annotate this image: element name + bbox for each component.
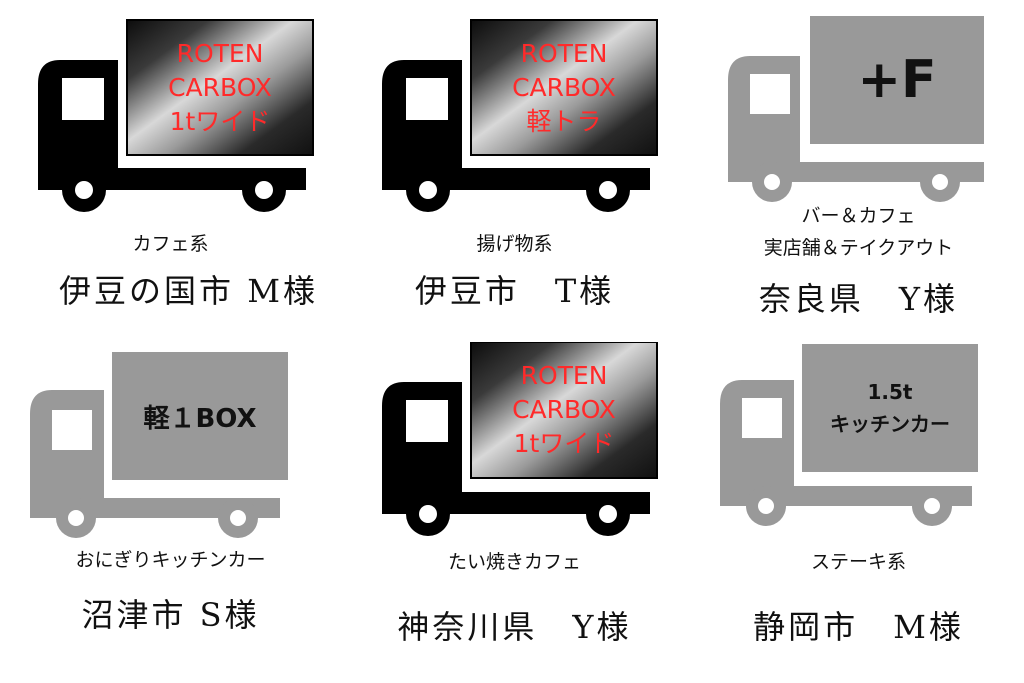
category-label: おにぎりキッチンカー [75,549,266,571]
box-label-line: +F [857,50,937,110]
truck-card-6: 1.5t キッチンカー ステーキ系 静岡市 M様 [688,342,1024,683]
truck-card-2: ROTEN CARBOX 軽トラ 揚げ物系 伊豆市 T様 [344,0,685,341]
customer-name: 神奈川県 Y様 [397,608,632,646]
black-truck-icon [382,342,658,536]
box-label-line: CARBOX [512,395,616,424]
black-truck-icon [382,19,658,212]
customer-name: 静岡市 M様 [753,608,964,646]
box-label-line: 1tワイド [169,106,271,136]
box-label-line: 1.5t [867,380,913,404]
category-label: ステーキ系 [810,551,906,573]
gray-truck-icon [728,16,984,202]
box-label: ROTEN CARBOX 1tワイド [471,342,657,478]
truck-card-1: ROTEN CARBOX 1tワイド カフェ系 伊豆の国市 M様 [0,0,341,341]
box-label-line: CARBOX [512,72,616,102]
truck-card-4: 軽１BOX おにぎりキッチンカー 沼津市 S様 [0,342,341,683]
box-label-line: 軽トラ [526,106,602,136]
box-label: +F [810,16,984,144]
black-truck-icon [38,19,314,212]
box-label-line: 軽１BOX [143,403,257,434]
customer-name: 沼津市 S様 [81,596,260,634]
box-label-line: ROTEN [520,38,608,68]
box-label-line: ROTEN [520,361,608,390]
gray-truck-icon [30,352,288,538]
box-label: 1.5t キッチンカー [802,344,978,472]
box-label-line: ROTEN [176,38,264,68]
customer-name: 伊豆の国市 M様 [59,272,318,310]
customer-name: 伊豆市 T様 [414,272,615,310]
customer-name: 奈良県 Y様 [758,280,959,318]
box-label-line: CARBOX [168,72,272,102]
truck-card-3: +F バー＆カフェ 実店舗＆テイクアウト 奈良県 Y様 [688,0,1024,341]
gray-truck-icon [720,344,978,526]
category-label: バー＆カフェ 実店舗＆テイクアウト [763,205,954,259]
truck-card-5: ROTEN CARBOX 1tワイド たい焼きカフェ 神奈川県 Y様 [344,342,685,683]
box-label: 軽１BOX [112,352,288,480]
category-label: たい焼きカフェ [447,551,581,573]
box-label: ROTEN CARBOX 1tワイド [127,20,313,155]
category-label: 揚げ物系 [476,233,553,255]
box-label-line: キッチンカー [830,412,950,436]
category-label: カフェ系 [132,233,209,255]
box-label: ROTEN CARBOX 軽トラ [471,20,657,155]
box-label-line: 1tワイド [513,429,615,458]
